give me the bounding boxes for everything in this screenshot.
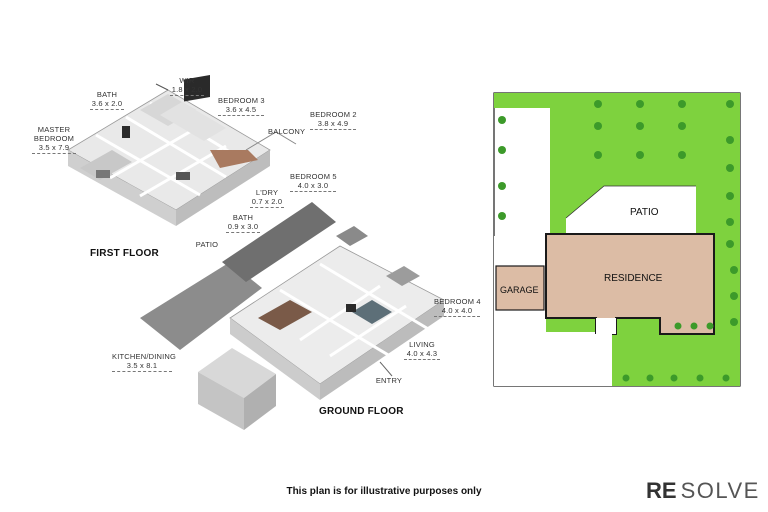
room-label-laundry: L'DRY 0.7 x 2.0 <box>250 188 284 208</box>
front-path <box>546 334 612 386</box>
bedroom-5-bed <box>336 226 368 246</box>
room-label-bath-first: BATH 3.6 x 2.0 <box>90 90 124 110</box>
room-label-living: LIVING 4.0 x 4.3 <box>404 340 440 360</box>
disclaimer-text: This plan is for illustrative purposes o… <box>286 486 482 497</box>
bedroom-3-floor <box>160 102 226 141</box>
residence-footprint <box>545 233 715 335</box>
ground-floor-walls <box>279 262 431 364</box>
driveway <box>494 236 546 386</box>
bedroom-4-bed <box>386 266 420 286</box>
living-tv <box>346 304 356 312</box>
bed-first-floor <box>176 172 190 180</box>
ground-floor-title: GROUND FLOOR <box>319 406 404 417</box>
patio-area <box>566 186 696 234</box>
room-label-bedroom-3: BEDROOM 3 3.6 x 4.5 <box>218 96 265 116</box>
bath-vanity <box>122 126 130 138</box>
balcony-rail <box>245 131 297 151</box>
first-floor-side-right <box>176 150 270 226</box>
bedroom-2-rug <box>210 150 258 168</box>
first-floor-title: FIRST FLOOR <box>90 248 159 259</box>
side-drive <box>514 108 550 234</box>
ground-front-block <box>198 348 276 398</box>
living-rug <box>352 300 392 324</box>
ground-floor-side <box>230 318 320 400</box>
ground-patio-paving <box>140 262 262 350</box>
room-label-wir: WIR 1.8 x 2.0 <box>170 76 204 96</box>
room-label-master-bedroom: MASTER BEDROOM 3.5 x 7.9 <box>32 125 76 154</box>
kitchen-island <box>258 300 312 330</box>
site-label-residence: RESIDENCE <box>604 273 663 284</box>
room-label-bedroom-4: BEDROOM 4 4.0 x 4.0 <box>434 297 481 317</box>
master-bed <box>96 170 110 178</box>
garage-footprint <box>495 265 545 311</box>
room-label-entry: ENTRY <box>375 376 403 385</box>
logo-solve: SOLVE <box>680 478 760 503</box>
site-label-patio: PATIO <box>630 207 659 218</box>
room-label-patio-ground: PATIO <box>195 240 219 249</box>
bedroom-3-wardrobe <box>184 74 210 102</box>
room-label-bedroom-2: BEDROOM 2 3.8 x 4.9 <box>310 110 357 130</box>
logo-re: RE <box>646 478 677 503</box>
room-label-bath-ground: BATH 0.9 x 3.0 <box>226 213 260 233</box>
trees <box>498 100 738 382</box>
room-label-balcony: BALCONY <box>268 127 306 136</box>
room-label-bedroom-5: BEDROOM 5 4.0 x 3.0 <box>290 172 337 192</box>
site-label-garage: GARAGE <box>500 285 539 295</box>
room-label-kitchen-dining: KITCHEN/DINING 3.5 x 8.1 <box>112 352 177 372</box>
ground-roof-strip <box>222 202 336 282</box>
master-bedroom-floor <box>80 150 132 180</box>
